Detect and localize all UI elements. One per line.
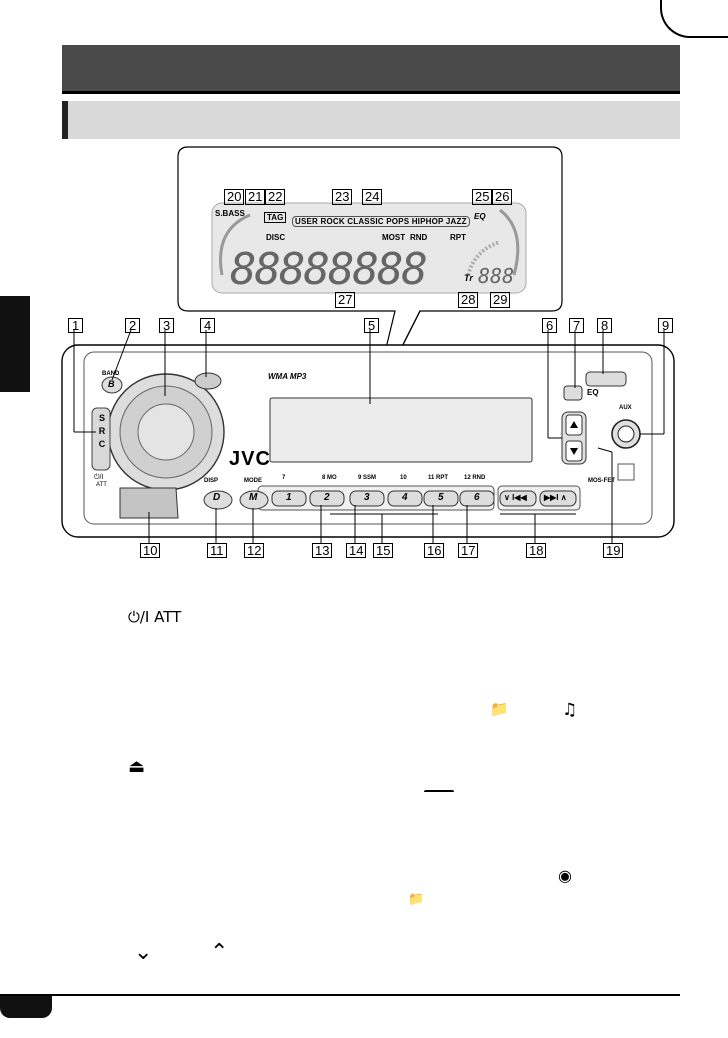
sbass-indicator: S.BASS [215,209,245,218]
callout-27: 27 [335,292,356,308]
eq-rock: ROCK [320,217,345,226]
eq-pops: POPS [386,217,410,226]
mosfet-label: MOS-FET [588,478,615,484]
eq-hiphop: HIPHOP [411,217,444,226]
callout-17: 17 [458,543,479,558]
callout-11: 11 [207,543,227,558]
callout-26: 26 [492,189,513,205]
folder-icon-2: 📁 [408,892,425,907]
callout-19: 19 [603,543,624,558]
disp-label: DISP [204,478,219,484]
rnd-indicator: RND [410,233,428,242]
callout-21: 21 [245,189,266,205]
subsection-header-mark [62,101,68,139]
att-label: ATT [96,482,107,488]
callout-3: 3 [159,318,175,333]
mode-button[interactable]: M [249,492,258,503]
brand-logo: JVC [229,448,271,470]
language-side-tab [0,296,30,392]
callout-16: 16 [424,543,445,558]
b-button[interactable]: B [108,379,115,389]
head-unit-faceplate [61,344,675,538]
callout-12: 12 [244,543,265,558]
src-button[interactable]: S R C [97,412,107,451]
callout-9: 9 [658,318,674,333]
callout-4: 4 [200,318,216,333]
preset-6-button[interactable]: 6 [474,492,480,503]
callout-6: 6 [542,318,558,333]
eq-classic: CLASSIC [347,217,384,226]
src-r: R [98,426,106,436]
callout-8: 8 [597,318,613,333]
callout-15: 15 [373,543,394,558]
callout-1: 1 [68,318,84,333]
subsection-header-bar [62,101,680,139]
eq-mode-list: USER ROCK CLASSIC POPS HIPHOP JAZZ [292,216,470,227]
eq-indicator: EQ [474,212,486,221]
seek-back-button[interactable]: ∨ I◀◀ [504,493,527,502]
preset-label-7: 7 [282,475,286,481]
preset-label-12: 12 RND [464,475,486,481]
src-s: S [98,413,105,423]
main-segment-display: 88888888 [230,244,428,295]
eq-jazz: JAZZ [445,217,467,226]
preset-3-button[interactable]: 3 [364,492,370,503]
page-number-tab [0,996,52,1018]
folder-icon: 📁 [490,700,509,718]
section-header-bar [62,45,680,91]
preset-5-button[interactable]: 5 [438,492,444,503]
callout-28: 28 [458,292,479,308]
callout-2: 2 [125,318,141,333]
callout-29: 29 [490,292,511,308]
top-callout-lines [73,329,665,543]
preset-label-10: 10 [400,475,407,481]
tag-indicator: TAG [264,212,287,223]
callout-7: 7 [569,318,585,333]
rpt-indicator: RPT [450,233,466,242]
callout-18: 18 [526,543,547,558]
up-arrow-icon: ⌃ [210,940,229,965]
aux-label: AUX [619,405,632,411]
disp-button[interactable]: D [213,492,221,503]
preset-label-8: 8 MO [322,475,337,481]
track-segment-display: 888 [478,264,515,288]
music-note-icon: ♫ [562,700,578,720]
eq-user: USER [295,217,319,226]
section-header-underline [62,91,680,94]
disc-icon: ◉ [558,866,572,885]
power-label: ⏻/I [94,474,104,481]
dash-mark [424,790,454,796]
callout-14: 14 [346,543,367,558]
preset-2-button[interactable]: 2 [324,492,330,503]
seek-forward-button[interactable]: ▶▶I ∧ [544,493,567,502]
most-indicator: MOST [382,233,406,242]
track-indicator: Tr [464,273,473,283]
callout-13: 13 [312,543,333,558]
callout-5: 5 [364,318,380,333]
src-c: C [98,439,106,449]
callout-22: 22 [265,189,286,205]
eject-icon: ⏏ [128,756,146,777]
callout-20: 20 [224,189,245,205]
preset-label-9: 9 SSM [358,475,377,481]
display-zoom-callout [177,146,563,407]
footer-rule [0,994,680,996]
band-label: BAND [102,371,120,377]
callout-10: 10 [140,543,161,558]
eq-label: EQ [587,388,599,397]
down-arrow-icon: ⌄ [134,940,153,965]
preset-4-button[interactable]: 4 [402,492,408,503]
format-badge: WMA MP3 [268,372,307,381]
mode-label: MODE [244,478,262,484]
preset-1-button[interactable]: 1 [286,492,292,503]
preset-label-11: 11 RPT [428,475,449,481]
power-att-symbol: ⏻/I ATT [128,608,182,626]
callout-23: 23 [332,189,353,205]
disc-indicator: DISC [266,233,286,242]
callout-24: 24 [362,189,383,205]
callout-25: 25 [472,189,493,205]
